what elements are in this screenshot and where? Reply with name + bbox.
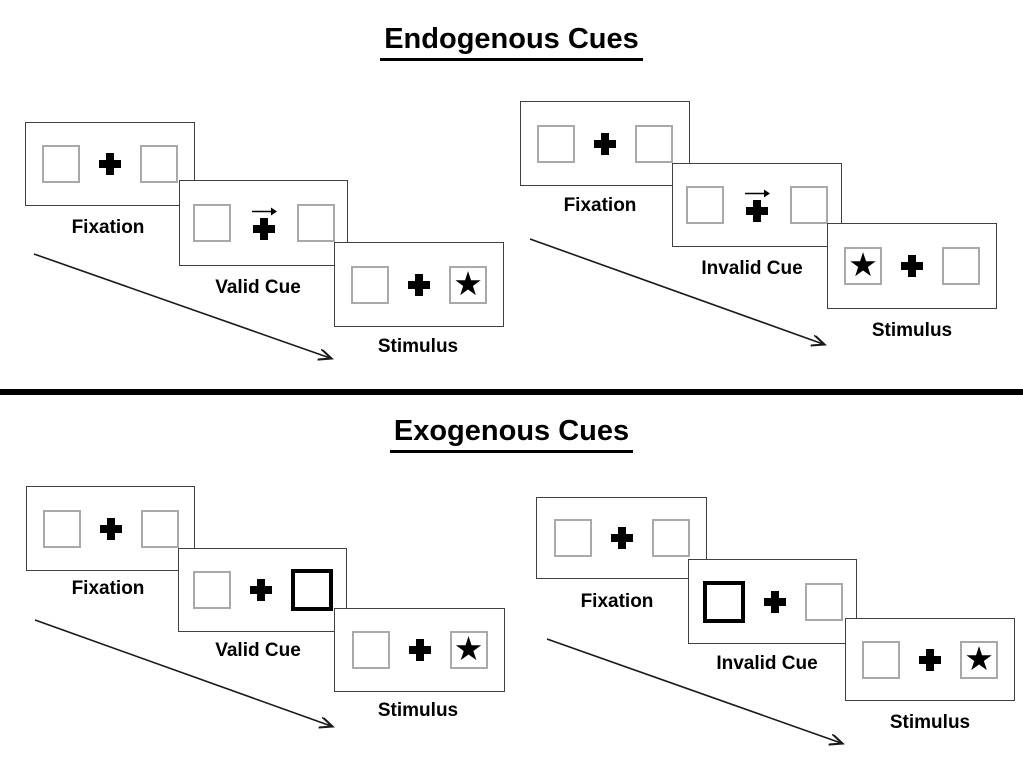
exogenous-invalid-fixation-panel (536, 497, 707, 579)
stimulus-label: Stimulus (377, 336, 459, 357)
invalid-cue-label: Invalid Cue (701, 258, 803, 279)
left-placeholder-box (192, 204, 231, 242)
valid-cue-label: Valid Cue (215, 277, 301, 298)
star-icon: ★ (453, 263, 483, 303)
exogenous-valid-fixation-panel (26, 486, 195, 571)
fixation-label: Fixation (580, 591, 654, 612)
left-placeholder-box (351, 265, 389, 304)
stimulus-label: Stimulus (871, 320, 953, 341)
endogenous-title-text: Endogenous Cues (380, 23, 643, 61)
fixation-cross-icon (252, 218, 275, 240)
exogenous-title-text: Exogenous Cues (389, 415, 634, 453)
right-target-box: ★ (449, 263, 487, 304)
right-arrow-icon (745, 189, 770, 198)
fixation-cross-icon (763, 590, 786, 613)
exogenous-valid-stimulus-panel: ★ (334, 608, 505, 692)
right-target-box: ★ (449, 629, 488, 669)
right-placeholder-box (942, 247, 980, 285)
fixation-cross-icon (901, 255, 923, 277)
invalid-cue-label: Invalid Cue (716, 653, 818, 674)
right-placeholder-box (296, 204, 335, 242)
fixation-label: Fixation (563, 195, 637, 216)
left-placeholder-box (42, 145, 80, 183)
fixation-cross-icon (99, 517, 122, 540)
central-cue-group (250, 206, 278, 240)
endogenous-invalid-cue-panel (672, 163, 842, 247)
fixation-cross-icon (408, 273, 430, 296)
endogenous-valid-stimulus-panel: ★ (334, 242, 504, 327)
endogenous-valid-fixation-panel (25, 122, 195, 206)
timeline-arrow (529, 238, 836, 352)
fixation-cross-icon (99, 153, 121, 175)
right-placeholder-box (651, 519, 690, 557)
fixation-label: Fixation (71, 578, 145, 599)
left-placeholder-box (42, 509, 81, 548)
endogenous-title: Endogenous Cues (0, 23, 1023, 61)
endogenous-valid-cue-panel (179, 180, 348, 266)
timeline-arrow (33, 253, 343, 366)
fixation-label: Fixation (71, 217, 145, 238)
valid-cue-label: Valid Cue (215, 640, 301, 661)
left-target-box: ★ (844, 247, 882, 285)
fixation-cross-icon (594, 132, 616, 155)
right-placeholder-box (804, 582, 843, 621)
star-icon: ★ (964, 638, 994, 678)
right-placeholder-box (635, 124, 673, 163)
left-cue-box (702, 580, 745, 623)
timeline-arrow (34, 619, 344, 734)
left-placeholder-box (537, 124, 575, 163)
right-placeholder-box (140, 145, 178, 183)
stimulus-label: Stimulus (377, 700, 459, 721)
left-placeholder-box (351, 631, 390, 669)
right-placeholder-box (140, 509, 179, 548)
endogenous-invalid-fixation-panel (520, 101, 690, 186)
fixation-cross-icon (746, 200, 768, 222)
central-cue-group (743, 188, 771, 222)
exogenous-invalid-stimulus-panel: ★ (845, 618, 1015, 701)
right-cue-box (290, 569, 333, 611)
fixation-cross-icon (408, 639, 431, 661)
star-icon: ★ (848, 245, 878, 284)
exogenous-title: Exogenous Cues (0, 415, 1023, 453)
left-placeholder-box (553, 519, 592, 557)
stimulus-label: Stimulus (889, 712, 971, 733)
section-divider (0, 389, 1023, 395)
fixation-cross-icon (919, 648, 941, 671)
timeline-arrow (546, 638, 853, 753)
fixation-cross-icon (610, 527, 633, 549)
star-icon: ★ (453, 629, 484, 668)
exogenous-invalid-cue-panel (688, 559, 857, 644)
left-placeholder-box (686, 186, 724, 224)
left-placeholder-box (192, 571, 231, 609)
right-placeholder-box (790, 186, 828, 224)
endogenous-invalid-stimulus-panel: ★ (827, 223, 997, 309)
exogenous-valid-cue-panel (178, 548, 347, 632)
right-arrow-icon (251, 207, 277, 216)
right-target-box: ★ (960, 638, 998, 679)
left-placeholder-box (862, 640, 900, 679)
fixation-cross-icon (249, 579, 272, 601)
